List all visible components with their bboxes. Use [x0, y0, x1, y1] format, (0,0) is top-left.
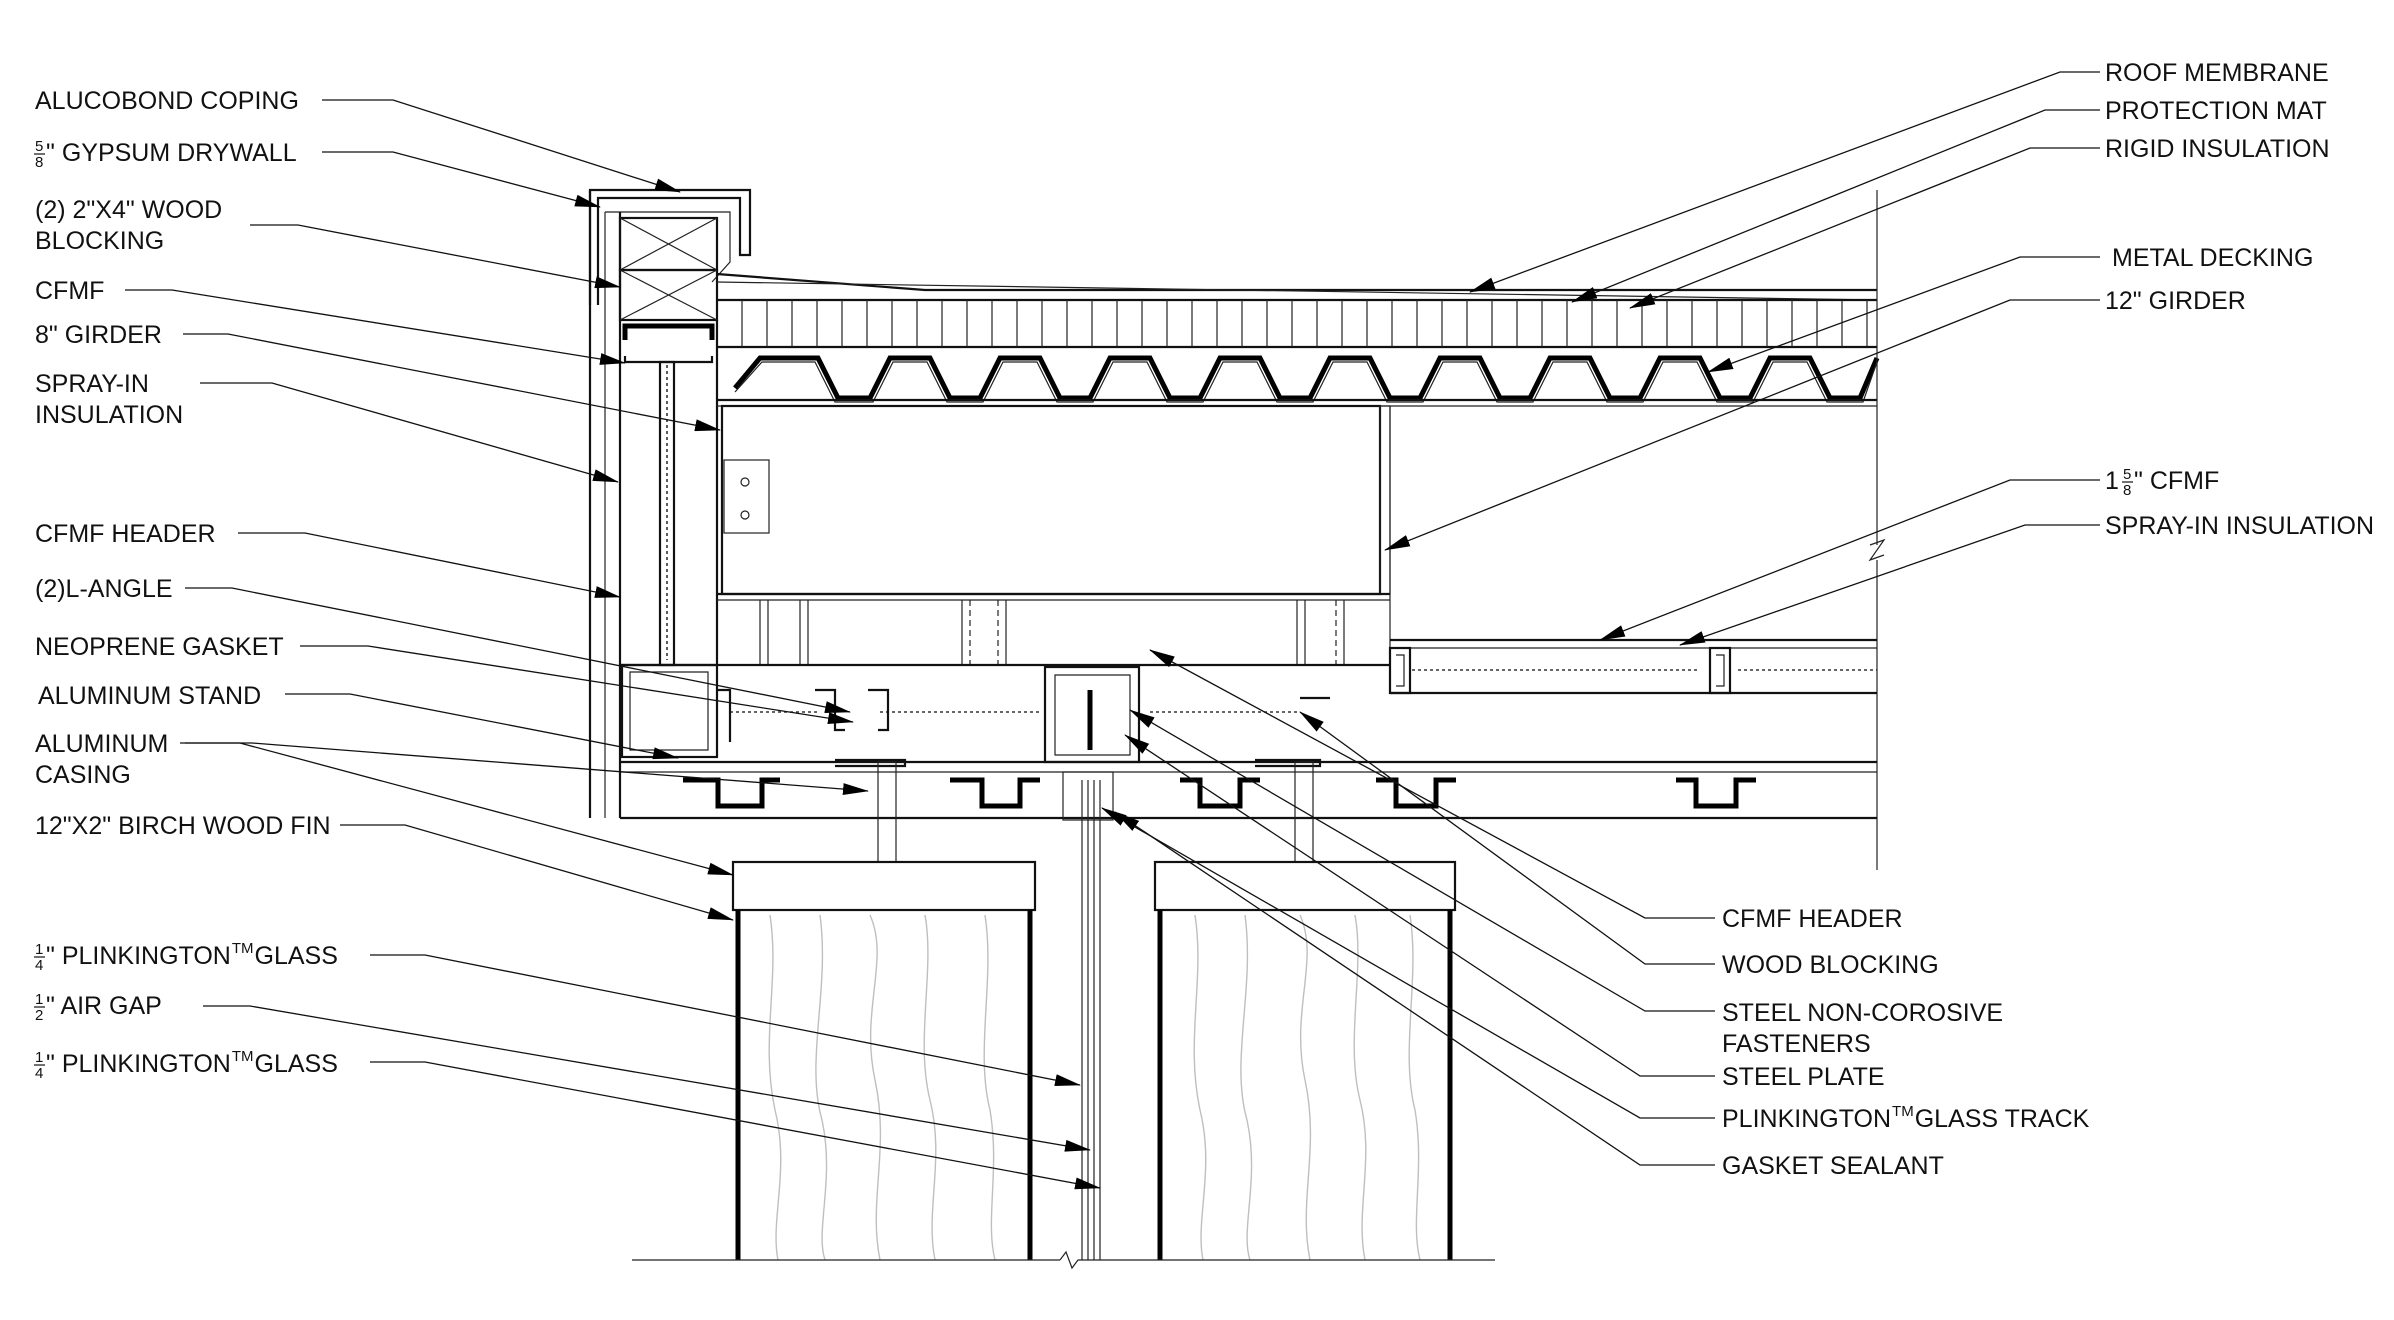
right-leaders	[1384, 71, 2100, 646]
label-text: SPRAY-IN	[35, 370, 149, 398]
label-text: CFMF HEADER	[1722, 905, 1903, 933]
label-text: (2) 2"X4" WOOD	[35, 196, 222, 224]
label-text: RIGID INSULATION	[2105, 135, 2330, 163]
label-tail: GLASS	[255, 942, 338, 970]
label-text: ALUMINUM STAND	[38, 682, 261, 710]
right-labels: ROOF MEMBRANE PROTECTION MAT RIGID INSULAT…	[2105, 59, 2374, 540]
label-text: 12" GIRDER	[2105, 287, 2246, 315]
label-gasket-sealant: GASKET SEALANT	[1722, 1152, 1944, 1180]
label-roof-membrane: ROOF MEMBRANE	[2105, 59, 2329, 87]
label-text: WOOD BLOCKING	[1722, 951, 1939, 979]
label-alucobond-coping: ALUCOBOND COPING	[35, 87, 299, 115]
fraction-denominator: 8	[35, 154, 43, 171]
bottom-leaders	[1101, 649, 1715, 1166]
label-text: " GYPSUM DRYWALL	[46, 139, 297, 167]
label-cfmf-header-left: CFMF HEADER	[35, 520, 216, 548]
fraction-denominator: 4	[35, 957, 43, 974]
label-text: METAL DECKING	[2112, 244, 2313, 272]
label-cfmf-header-bottom: CFMF HEADER	[1722, 905, 1903, 933]
trademark-superscript: TM	[232, 940, 254, 957]
roof-assembly	[716, 190, 1886, 870]
glazing-header	[620, 663, 1877, 1260]
label-aluminum-stand: ALUMINUM STAND	[38, 682, 261, 710]
bottom-labels: CFMF HEADER WOOD BLOCKING STEEL NON-COROSI…	[1722, 905, 2090, 1180]
trademark-superscript: TM	[1892, 1103, 1914, 1120]
label-tail: GLASS	[255, 1050, 338, 1078]
label-aluminum-casing: ALUMINUM CASING	[35, 730, 168, 789]
label-spray-in-insulation-left: SPRAY-IN INSULATION	[35, 370, 183, 429]
label-text: STEEL PLATE	[1722, 1063, 1885, 1091]
label-tail: GLASS TRACK	[1915, 1105, 2090, 1133]
fraction-denominator: 4	[35, 1065, 43, 1082]
label-text: " AIR GAP	[46, 992, 162, 1020]
fraction-numerator: 1	[35, 1049, 43, 1066]
label-text: (2)L-ANGLE	[35, 575, 173, 603]
left-leaders	[125, 99, 1101, 1190]
label-text: " CFMF	[2134, 467, 2219, 495]
metal-decking-profile	[733, 355, 1880, 401]
label-girder-8: 8" GIRDER	[35, 321, 162, 349]
label-protection-mat: PROTECTION MAT	[2105, 97, 2327, 125]
label-text: STEEL NON-COROSIVE	[1722, 999, 2003, 1027]
label-gypsum-drywall: 58" GYPSUM DRYWALL	[34, 138, 297, 171]
label-text: FASTENERS	[1722, 1030, 1871, 1058]
label-text: 12"X2" BIRCH WOOD FIN	[35, 812, 331, 840]
label-spray-in-insulation-right: SPRAY-IN INSULATION	[2105, 512, 2374, 540]
label-neoprene-gasket: NEOPRENE GASKET	[35, 633, 284, 661]
label-text: CASING	[35, 761, 131, 789]
roof-membrane-line	[716, 272, 1877, 292]
fraction-numerator: 1	[35, 941, 43, 958]
label-wood-blocking: WOOD BLOCKING	[1722, 951, 1939, 979]
label-text: ALUCOBOND COPING	[35, 87, 299, 115]
fraction-denominator: 2	[35, 1007, 43, 1024]
girder-12-shape	[720, 404, 1382, 596]
fraction-numerator: 1	[35, 991, 43, 1008]
fraction-denominator: 8	[2123, 482, 2131, 499]
label-text: " PLINKINGTON	[46, 942, 231, 970]
label-l-angle: (2)L-ANGLE	[35, 575, 173, 603]
label-text: PROTECTION MAT	[2105, 97, 2327, 125]
trademark-superscript: TM	[232, 1048, 254, 1065]
label-text: NEOPRENE GASKET	[35, 633, 284, 661]
label-text: SPRAY-IN INSULATION	[2105, 512, 2374, 540]
label-prefix: 1	[2105, 467, 2119, 495]
label-cfmf-1-5-8: 1 58" CFMF	[2105, 466, 2219, 499]
hat-channel-row	[683, 777, 780, 809]
label-text: ALUMINUM	[35, 730, 168, 758]
label-wood-blocking-2x4: (2) 2"X4" WOOD BLOCKING	[35, 196, 222, 255]
left-labels: ALUCOBOND COPING 58" GYPSUM DRYWALL (2) 2"…	[34, 87, 338, 1082]
label-girder-12: 12" GIRDER	[2105, 287, 2246, 315]
fraction-numerator: 5	[2123, 466, 2131, 483]
label-text: GASKET SEALANT	[1722, 1152, 1944, 1180]
parapet-wall	[588, 188, 752, 818]
label-birch-wood-fin: 12"X2" BIRCH WOOD FIN	[35, 812, 331, 840]
birch-wood-fins	[632, 860, 1495, 1270]
label-steel-plate: STEEL PLATE	[1722, 1063, 1885, 1091]
label-steel-fasteners: STEEL NON-COROSIVE FASTENERS	[1722, 999, 2003, 1058]
label-text: ROOF MEMBRANE	[2105, 59, 2329, 87]
label-text: INSULATION	[35, 401, 183, 429]
label-metal-decking: METAL DECKING	[2112, 244, 2313, 272]
label-text: 8" GIRDER	[35, 321, 162, 349]
label-text: " PLINKINGTON	[46, 1050, 231, 1078]
label-text: PLINKINGTON	[1722, 1105, 1891, 1133]
fraction-numerator: 5	[35, 138, 43, 155]
label-cfmf-left: CFMF	[35, 277, 104, 305]
rigid-insulation-grid	[741, 300, 1868, 347]
label-text: CFMF HEADER	[35, 520, 216, 548]
label-text: BLOCKING	[35, 227, 164, 255]
label-text: CFMF	[35, 277, 104, 305]
alucobond-coping-profile	[588, 188, 752, 305]
label-rigid-insulation: RIGID INSULATION	[2105, 135, 2330, 163]
label-air-gap: 12" AIR GAP	[34, 991, 162, 1024]
